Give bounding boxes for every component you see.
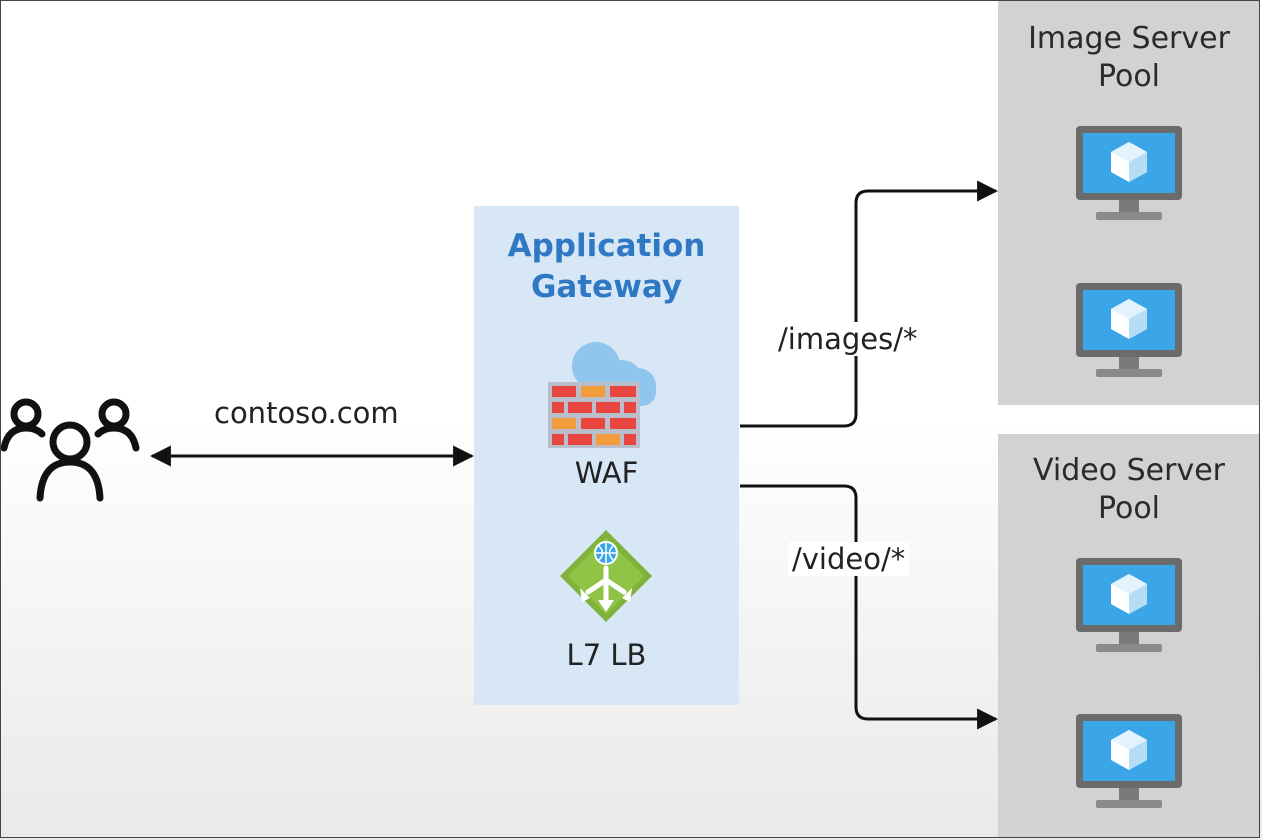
l7-lb-label: L7 LB [566, 638, 647, 672]
firewall-cloud-icon [548, 342, 656, 448]
images-route-connector [740, 180, 999, 428]
waf-label: WAF [574, 456, 639, 490]
domain-label: contoso.com [214, 396, 399, 430]
image-server-pool: Image Server Pool [998, 0, 1260, 405]
virtual-machine-icon [1076, 126, 1182, 220]
users-icon [0, 398, 140, 502]
load-balancer-icon [560, 530, 652, 622]
virtual-machine-icon [1076, 714, 1182, 808]
video-pool-title: Video Server Pool [1033, 453, 1225, 526]
application-gateway-box: Application Gateway [474, 206, 739, 705]
virtual-machine-icon [1076, 283, 1182, 377]
video-route-connector [740, 484, 999, 730]
images-route-label: /images/* [774, 322, 922, 356]
video-route-label: /video/* [788, 542, 910, 576]
image-pool-title: Image Server Pool [1028, 21, 1230, 94]
virtual-machine-icon [1076, 558, 1182, 652]
gateway-title: Application Gateway [507, 228, 706, 305]
video-server-pool: Video Server Pool [998, 434, 1260, 838]
